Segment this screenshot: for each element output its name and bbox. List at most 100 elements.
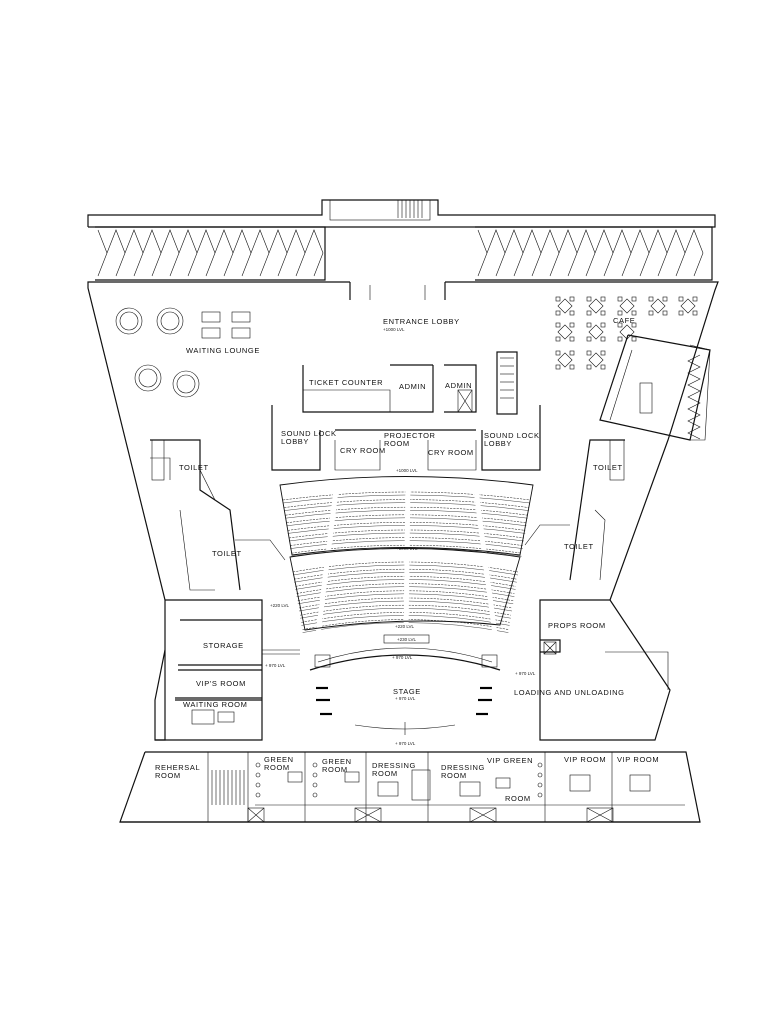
seat-row bbox=[285, 506, 528, 516]
cafe-chair bbox=[555, 336, 561, 342]
cafe-chair bbox=[617, 310, 623, 316]
cafe-chair bbox=[600, 336, 606, 342]
front-canopy bbox=[87, 199, 716, 281]
label-props-room: PROPS ROOM bbox=[548, 621, 606, 630]
level-left-wing: + 970 LVL bbox=[265, 663, 286, 668]
label-cafe: CAFE bbox=[613, 316, 635, 325]
mirror-light bbox=[312, 782, 318, 788]
cafe-table bbox=[588, 324, 604, 340]
label-cry-room-2: CRY ROOM bbox=[428, 448, 474, 457]
cafe-chair bbox=[631, 310, 637, 316]
cafe-table bbox=[588, 298, 604, 314]
label-toilet-lr: TOILET bbox=[564, 542, 594, 551]
label-stage: STAGE bbox=[393, 687, 421, 696]
mirror-light bbox=[537, 762, 543, 768]
backstage-strip bbox=[119, 751, 701, 823]
right-wing-rooms bbox=[540, 639, 561, 655]
level-lobby: +1000 LVL bbox=[383, 327, 405, 332]
cafe-table bbox=[557, 324, 573, 340]
level-mid-seating: +1000 LVL bbox=[396, 546, 418, 551]
mirror-light bbox=[255, 792, 261, 798]
cafe-chair bbox=[662, 296, 668, 302]
level-stage: + 970 LVL bbox=[395, 696, 416, 701]
seat-row bbox=[301, 612, 510, 623]
cafe-table bbox=[650, 298, 666, 314]
soundlock-row bbox=[271, 405, 541, 471]
cafe-table bbox=[557, 298, 573, 314]
toilets-right bbox=[524, 439, 625, 581]
label-entrance-lobby: ENTRANCE LOBBY bbox=[383, 317, 460, 326]
stage-area bbox=[309, 634, 501, 735]
cafe-chair bbox=[555, 310, 561, 316]
cafe-chair bbox=[617, 296, 623, 302]
cafe-chair bbox=[692, 296, 698, 302]
label-cry-room-1: CRY ROOM bbox=[340, 446, 386, 455]
cafe-chair bbox=[569, 336, 575, 342]
lounge-furniture bbox=[115, 307, 251, 398]
cafe-chair bbox=[586, 322, 592, 328]
mirror-light bbox=[255, 762, 261, 768]
auditorium-seating bbox=[279, 476, 534, 636]
level-right-wing: + 970 LVL bbox=[515, 671, 536, 676]
label-vip-room-1: VIP ROOM bbox=[564, 755, 606, 764]
mirror-light bbox=[312, 772, 318, 778]
aisle bbox=[472, 481, 498, 636]
aisle bbox=[403, 479, 411, 636]
label-toilet-ul: TOILET bbox=[179, 463, 209, 472]
cafe-table bbox=[588, 352, 604, 368]
cafe-chair bbox=[569, 296, 575, 302]
cafe-table bbox=[619, 298, 635, 314]
cafe-chair bbox=[631, 296, 637, 302]
label-toilet-ll: TOILET bbox=[212, 549, 242, 558]
seat-row bbox=[288, 529, 525, 539]
cafe-chair bbox=[569, 310, 575, 316]
label-loading-unloading: LOADING AND UNLOADING bbox=[514, 688, 625, 697]
cafe-chair bbox=[692, 310, 698, 316]
cafe-chair bbox=[617, 336, 623, 342]
cafe-table bbox=[557, 352, 573, 368]
cafe-chair bbox=[600, 322, 606, 328]
level-backstage: + 970 LVL bbox=[395, 741, 416, 746]
cafe-chair bbox=[600, 310, 606, 316]
cafe-chair bbox=[678, 296, 684, 302]
cafe-chair bbox=[586, 310, 592, 316]
cafe-chair bbox=[586, 364, 592, 370]
cafe-chair bbox=[586, 296, 592, 302]
label-admin-2: ADMIN bbox=[445, 381, 472, 390]
outer-walls bbox=[87, 281, 719, 741]
level-balcony: +1000 LVL bbox=[396, 468, 418, 473]
level-side-left: +220 LVL bbox=[270, 603, 290, 608]
cafe-chair bbox=[555, 296, 561, 302]
left-wing-rooms bbox=[175, 619, 300, 725]
cafe-chair bbox=[555, 350, 561, 356]
level-stage-front: + 970 LVL bbox=[392, 655, 413, 660]
stalls-outline bbox=[289, 548, 521, 631]
cafe-chair bbox=[678, 310, 684, 316]
seat-row bbox=[291, 544, 522, 554]
mirror-light bbox=[255, 782, 261, 788]
cafe-chair bbox=[586, 350, 592, 356]
label-admin-1: ADMIN bbox=[399, 382, 426, 391]
cafe-chair bbox=[648, 296, 654, 302]
level-seating-front: +220 LVL bbox=[395, 624, 415, 629]
level-orchestra: +230 LVL bbox=[397, 637, 417, 642]
cafe-chair bbox=[600, 364, 606, 370]
cafe-chair bbox=[569, 322, 575, 328]
mirror-light bbox=[312, 762, 318, 768]
cafe-table bbox=[680, 298, 696, 314]
toilets-left bbox=[150, 439, 286, 591]
label-waiting-room: WAITING ROOM bbox=[183, 700, 247, 709]
mirror-light bbox=[255, 772, 261, 778]
label-vips-room: VIP'S ROOM bbox=[196, 679, 246, 688]
cafe-chair bbox=[600, 296, 606, 302]
label-storage: STORAGE bbox=[203, 641, 244, 650]
mirror-light bbox=[537, 772, 543, 778]
ticket-admin-block bbox=[302, 351, 518, 415]
